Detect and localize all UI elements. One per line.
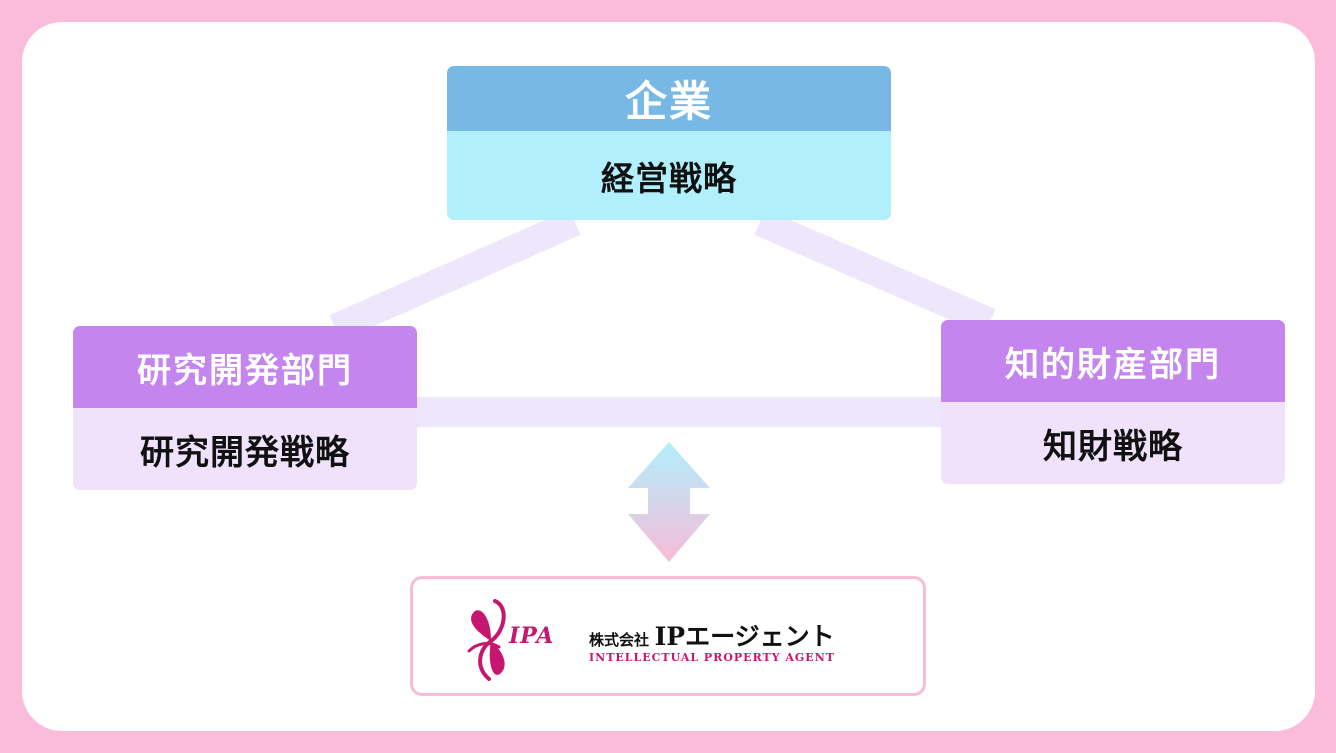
ip-department-title: 知的財産部門: [941, 320, 1285, 402]
company-logo-box: IPA 株式会社 IPエージェント INTELLECTUAL PROPERTY …: [410, 576, 926, 696]
double-arrow-shape: [628, 442, 710, 562]
rnd-strategy: 研究開発戦略: [73, 408, 417, 490]
company-title: 企業: [447, 66, 891, 131]
connector-company-ip: [754, 209, 996, 335]
logo-tagline: INTELLECTUAL PROPERTY AGENT: [589, 651, 835, 664]
logo-company-main: IPエージェント: [654, 622, 835, 651]
rnd-department-title: 研究開発部門: [73, 326, 417, 408]
rnd-department-node: 研究開発部門 研究開発戦略: [73, 326, 417, 490]
logo-company-name: 株式会社 IPエージェント: [589, 617, 835, 653]
logo-abbreviation: IPA: [509, 623, 555, 649]
ip-department-node: 知的財産部門 知財戦略: [941, 320, 1285, 484]
ip-strategy: 知財戦略: [941, 402, 1285, 484]
company-strategy: 経営戦略: [447, 131, 891, 220]
ipa-ribbon-emblem-icon: [467, 599, 506, 681]
company-node: 企業 経営戦略: [447, 66, 891, 220]
connector-company-rnd: [329, 209, 581, 341]
logo-company-prefix: 株式会社: [589, 631, 650, 649]
